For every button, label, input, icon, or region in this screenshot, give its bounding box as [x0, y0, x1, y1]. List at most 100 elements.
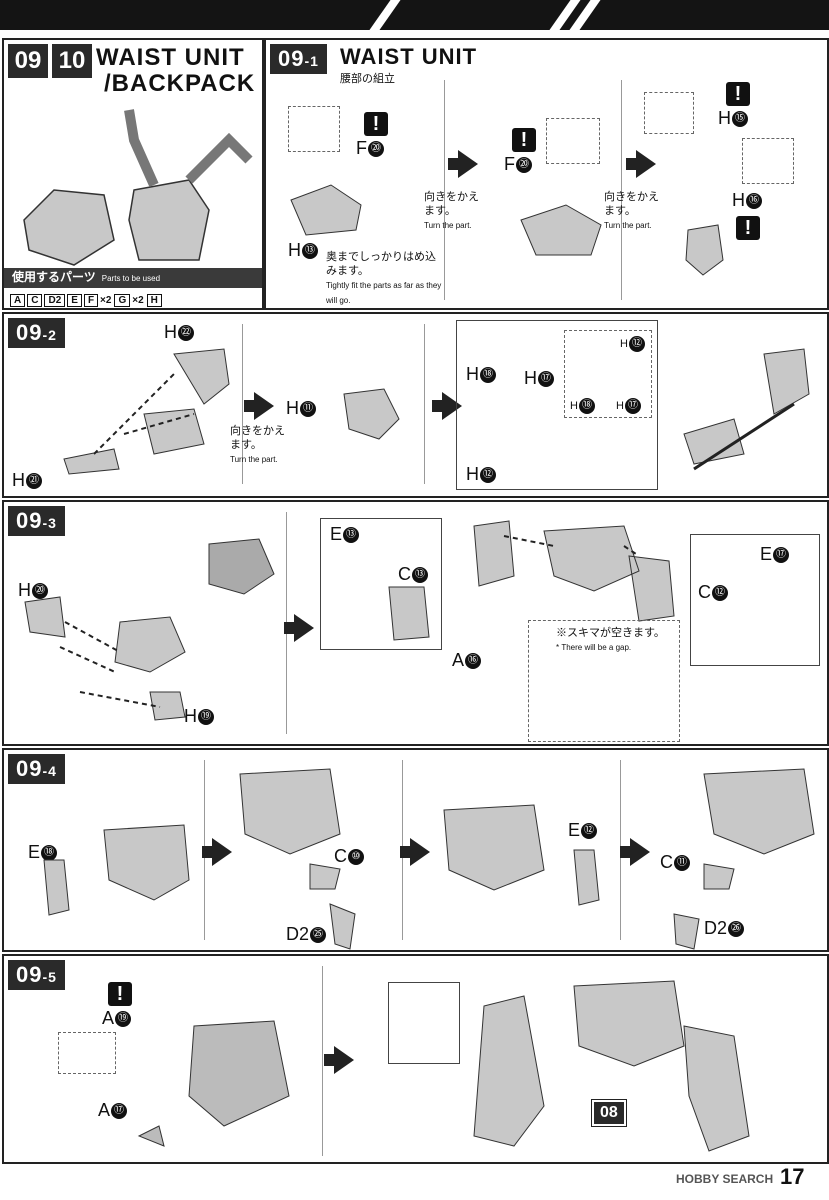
- gap-note-box: [528, 620, 680, 742]
- turn-detail-box: [388, 982, 460, 1064]
- step-08-badge: 08: [591, 1099, 627, 1127]
- chip-f-qty: ×2: [100, 295, 112, 306]
- chip-d2: D2: [44, 294, 66, 307]
- turn-detail-illustration: [208, 538, 275, 595]
- turn-note-2: 向きをかえます。Turn the part.: [604, 191, 659, 230]
- parts-used-label-en: Parts to be used: [101, 274, 161, 283]
- parts-used-bar: 使用するパーツ Parts to be used: [4, 268, 262, 288]
- step-09-1-subtitle: 腰部の組立: [340, 73, 395, 85]
- detail-box-1: [288, 106, 340, 152]
- step-09-4-b-illustration: [239, 768, 356, 950]
- next-arrow-6: [202, 838, 232, 866]
- part-h11-illustration: [343, 388, 400, 440]
- top-bar: [0, 0, 829, 30]
- part-h20-assembly: [24, 596, 186, 721]
- fit-note: 奥までしっかりはめ込みます。Tightly fit the parts as f…: [326, 251, 442, 305]
- step-09-5-a-illustration: [137, 1020, 290, 1147]
- step-09-4-d-illustration: [673, 768, 815, 950]
- parts-used-label: 使用するパーツ: [12, 270, 96, 284]
- chip-g-qty: ×2: [132, 295, 144, 306]
- central-waist-assembly: [473, 520, 675, 622]
- step-number-09: 09: [8, 44, 48, 78]
- waist-backpack-illustration: [23, 109, 253, 266]
- step-09-5-tag: 09-5: [8, 960, 65, 990]
- turn-note-1: 向きをかえます。Turn the part.: [424, 191, 479, 230]
- part-h13-illustration: [290, 184, 362, 236]
- chip-c: C: [27, 294, 43, 307]
- detail-box-3: [644, 92, 694, 134]
- part-c13-illustration: [388, 586, 430, 641]
- part-joint-illustration: [685, 224, 724, 276]
- step-09-1-tag: 09-1: [270, 44, 327, 74]
- step-09-1-title: WAIST UNIT: [340, 44, 478, 69]
- next-arrow-8: [620, 838, 650, 866]
- step-09-4-c-illustration: [443, 804, 600, 906]
- final-assembly-illustration: [473, 980, 750, 1152]
- part-h22-illustration: [63, 348, 230, 475]
- detail-box-2: [546, 118, 600, 164]
- next-arrow-3: [244, 392, 274, 420]
- footer-brand: HOBBY SEARCH: [676, 1172, 774, 1186]
- next-arrow-7: [400, 838, 430, 866]
- step-09-2-detail: [456, 320, 658, 490]
- header-title-line2: /BACKPACK: [104, 70, 256, 97]
- step-number-10: 10: [52, 44, 92, 78]
- detail-box-4: [742, 138, 794, 184]
- next-arrow-5: [284, 614, 314, 642]
- step-09-3-right-detail: [690, 534, 820, 666]
- step-09-3-tag: 09-3: [8, 506, 65, 536]
- step-09-4-tag: 09-4: [8, 754, 65, 784]
- chip-a: A: [10, 294, 26, 307]
- header-panel: 09 10 WAIST UNIT /BACKPACK 使用するパーツ Parts …: [2, 38, 264, 310]
- turn-note-3: 向きをかえます。Turn the part.: [230, 425, 285, 464]
- next-arrow-9: [324, 1046, 354, 1074]
- caution-icon-5: !: [108, 982, 132, 1006]
- chip-h: H: [146, 294, 162, 307]
- assembled-waist-illustration: [683, 348, 810, 471]
- chip-f: F: [83, 294, 99, 307]
- chip-g: G: [114, 294, 131, 307]
- next-arrow-2: [626, 150, 656, 178]
- step-09-4-a-illustration: [43, 824, 190, 916]
- step-09-3-left-detail: [320, 518, 442, 650]
- next-arrow: [448, 150, 478, 178]
- gap-note: ※スキマが空きます。* There will be a gap.: [556, 627, 665, 652]
- caution-icon-3: !: [726, 82, 750, 106]
- page-number: 17: [780, 1164, 805, 1189]
- header-title-line1: WAIST UNIT: [96, 44, 245, 71]
- caution-icon: !: [364, 112, 388, 136]
- chip-e: E: [67, 294, 82, 307]
- caution-icon-4: !: [736, 216, 760, 240]
